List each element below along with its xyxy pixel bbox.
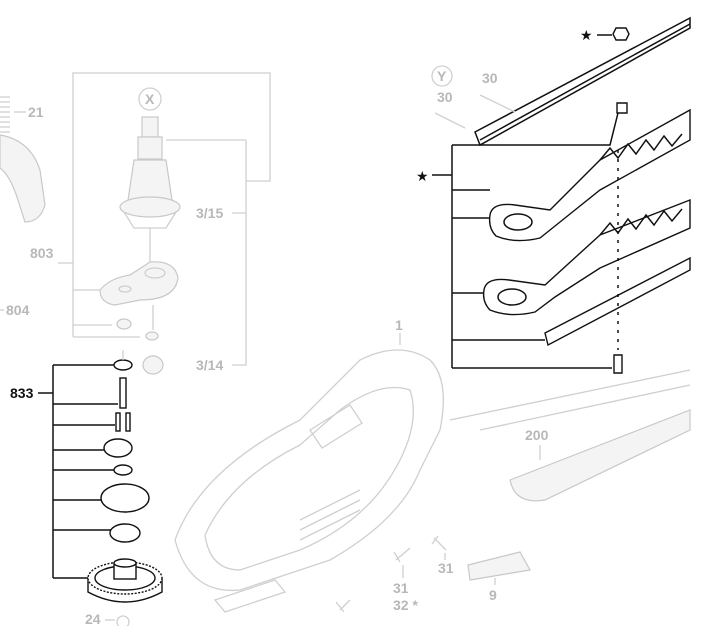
label-32: 32 * xyxy=(393,597,418,613)
rail-part xyxy=(474,16,691,147)
label-31-b: 31 xyxy=(393,580,409,596)
screw-part xyxy=(335,599,351,613)
label-3-15: 3/15 xyxy=(196,205,223,221)
label-30-a: 30 xyxy=(482,70,498,86)
label-803: 803 xyxy=(30,245,54,261)
label-y: Y xyxy=(437,68,447,84)
label-31-a: 31 xyxy=(438,560,454,576)
label-3-14: 3/14 xyxy=(196,357,223,373)
cam-part xyxy=(103,438,133,458)
label-24: 24 xyxy=(85,611,101,626)
y-marker-circle xyxy=(431,65,453,87)
label-804: 804 xyxy=(6,302,30,318)
label-1: 1 xyxy=(395,317,403,333)
bolt-part xyxy=(613,354,623,374)
label-30-b: 30 xyxy=(437,89,453,105)
bearing-plate-part xyxy=(99,261,179,306)
lower-blade-part xyxy=(482,198,691,316)
label-9: 9 xyxy=(489,587,497,603)
label-21: 21 xyxy=(28,104,44,120)
label-833: 833 xyxy=(10,385,34,401)
screw-part xyxy=(393,547,411,563)
disc-part xyxy=(100,483,150,513)
bushing-part xyxy=(116,318,132,330)
washer-part xyxy=(113,464,133,476)
label-plate-part xyxy=(467,551,531,581)
label-x: X xyxy=(145,91,155,107)
pin-part xyxy=(125,412,131,432)
armature-part xyxy=(119,116,181,245)
star-icon: ★ xyxy=(580,27,593,43)
ball-bearing-part xyxy=(142,355,164,375)
cam-disc-part xyxy=(109,523,141,543)
shaft-part xyxy=(119,377,127,409)
guide-plate-part xyxy=(544,256,691,347)
handle-part xyxy=(0,134,46,223)
screw-part xyxy=(431,535,447,551)
spacer-part xyxy=(616,102,628,114)
x-marker-circle xyxy=(138,87,162,111)
washer-part xyxy=(145,331,159,341)
pin-part xyxy=(115,412,121,432)
star-icon: ★ xyxy=(416,168,429,184)
blade-guard-part xyxy=(509,409,691,502)
housing-part xyxy=(174,349,444,613)
gear-part xyxy=(87,558,163,603)
spring-part xyxy=(0,96,26,133)
nut-part xyxy=(612,27,630,41)
washer-part xyxy=(113,359,133,371)
upper-blade-part xyxy=(488,108,691,242)
label-200: 200 xyxy=(525,427,549,443)
